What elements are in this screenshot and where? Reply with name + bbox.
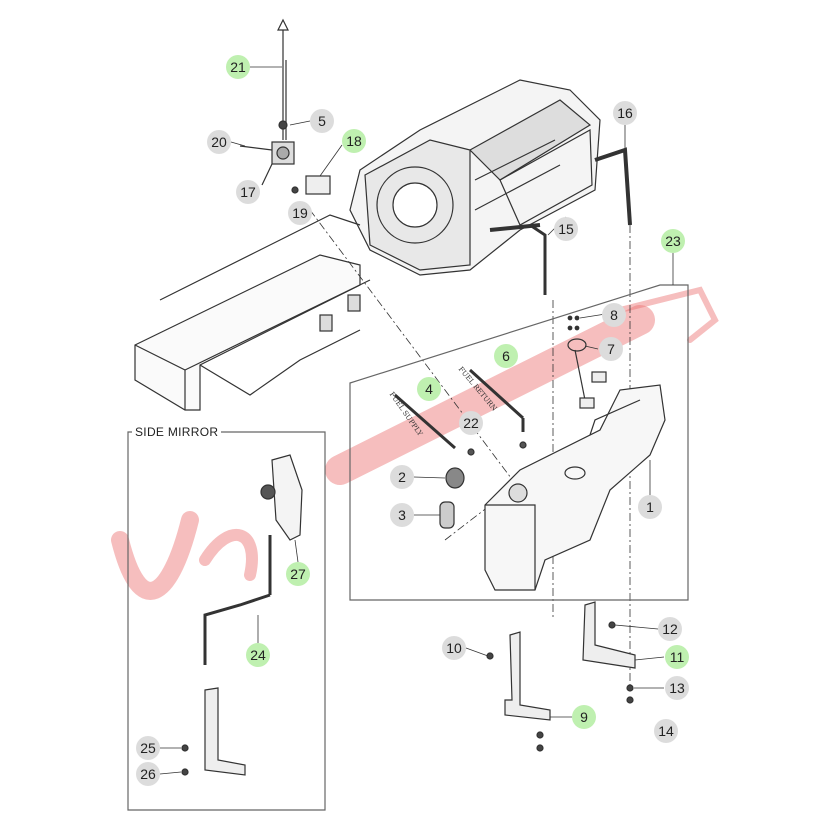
callout-23[interactable]: 23: [661, 229, 685, 253]
callout-24[interactable]: 24: [246, 643, 270, 667]
callout-6[interactable]: 6: [494, 344, 518, 368]
callout-3[interactable]: 3: [390, 503, 414, 527]
callout-12[interactable]: 12: [658, 617, 682, 641]
fuel-tank-part: [484, 384, 666, 591]
callout-25[interactable]: 25: [136, 736, 160, 760]
callout-5[interactable]: 5: [310, 109, 334, 133]
callout-13[interactable]: 13: [665, 676, 689, 700]
callout-19[interactable]: 19: [288, 201, 312, 225]
callout-15[interactable]: 15: [554, 217, 578, 241]
frame-part: [134, 214, 371, 411]
callout-18[interactable]: 18: [342, 129, 366, 153]
callout-4[interactable]: 4: [417, 377, 441, 401]
callout-leader-lines: [159, 66, 674, 775]
tank-brackets-part: [486, 601, 636, 752]
callout-20[interactable]: 20: [207, 130, 231, 154]
side-mirror-part: [181, 454, 303, 776]
section-label-side-mirror: SIDE MIRROR: [132, 425, 222, 439]
fuel-cap-part: [439, 441, 527, 529]
callout-8[interactable]: 8: [602, 303, 626, 327]
callout-27[interactable]: 27: [286, 562, 310, 586]
callout-1[interactable]: 1: [638, 495, 662, 519]
fuel-tubes-part: [394, 368, 525, 450]
fuel-tank-group-box: [349, 284, 689, 601]
callout-11[interactable]: 11: [665, 645, 689, 669]
callout-16[interactable]: 16: [613, 101, 637, 125]
callout-21[interactable]: 21: [226, 55, 250, 79]
lever-assembly-part: [239, 120, 331, 195]
callout-2[interactable]: 2: [390, 465, 414, 489]
callout-9[interactable]: 9: [572, 705, 596, 729]
callout-22[interactable]: 22: [459, 411, 483, 435]
callout-10[interactable]: 10: [442, 636, 466, 660]
callout-26[interactable]: 26: [136, 762, 160, 786]
callout-14[interactable]: 14: [654, 719, 678, 743]
transmission-housing-part: [349, 79, 601, 276]
fuel-sender-part: [567, 315, 607, 409]
side-mirror-box: [127, 431, 326, 811]
callout-17[interactable]: 17: [236, 180, 260, 204]
callout-7[interactable]: 7: [599, 337, 623, 361]
